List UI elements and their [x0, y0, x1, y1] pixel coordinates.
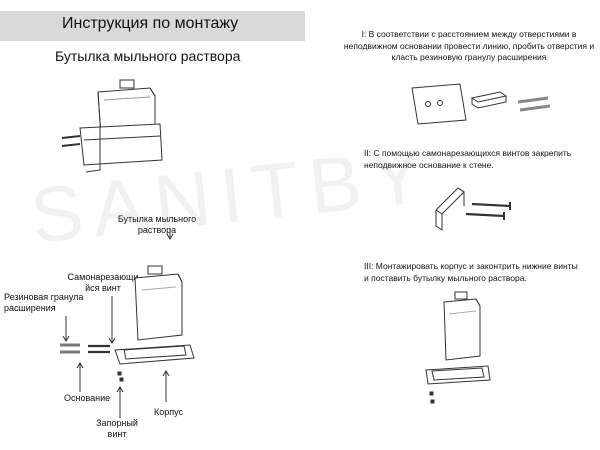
assembled-dispenser-illustration	[61, 79, 163, 173]
leader-arrows	[62, 228, 174, 418]
label-body: Корпус	[154, 407, 184, 417]
step-2-illustration	[435, 187, 511, 231]
step-1-text: I: В соответствии с расстоянием между от…	[343, 29, 595, 62]
label-base: Основание	[64, 393, 111, 403]
page-title: Инструкция по монтажу	[62, 15, 239, 32]
product-title: Бутылка мыльного раствора	[55, 48, 241, 64]
step-2-text: II: С помощью самонарезающихся винтов за…	[364, 148, 572, 170]
step-3-text: III: Монтажировать корпус и законтрить н…	[364, 261, 578, 283]
header-bar	[0, 11, 305, 41]
exploded-view-illustration	[60, 265, 195, 382]
step-3-illustration	[425, 291, 491, 404]
step-1-illustration	[411, 83, 551, 125]
